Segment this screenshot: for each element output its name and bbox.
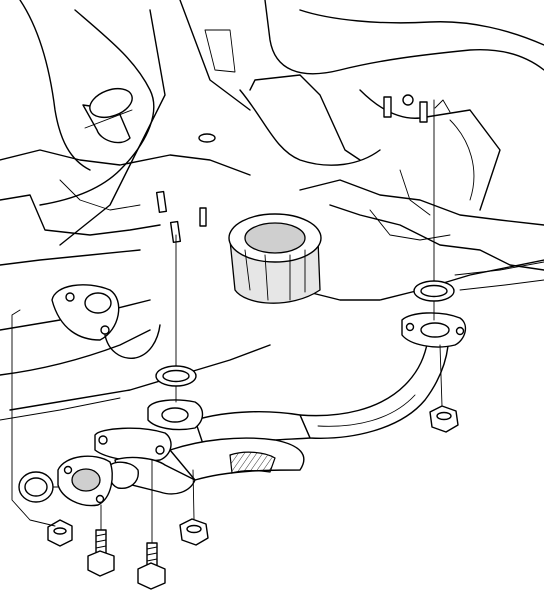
- chassis-detail-3: [399, 169, 431, 216]
- subframe-right-upper: [454, 261, 544, 276]
- chassis-frame: [0, 0, 544, 421]
- chassis-lower-rail: [0, 194, 161, 236]
- chassis-crossmember: [0, 149, 251, 176]
- stud-bolt-5: [419, 101, 428, 123]
- nut-left-hole: [53, 527, 67, 535]
- bolt-center-thread: [146, 546, 158, 562]
- manifold-flange-port: [84, 292, 112, 314]
- gasket-right-inner: [420, 284, 448, 298]
- sensor-wire: [104, 324, 161, 359]
- pipe-left-end-hole-2: [95, 494, 105, 504]
- manifold-flange-bolt-hole-2: [100, 325, 110, 335]
- subframe-left: [9, 344, 271, 411]
- chassis-slot: [204, 29, 236, 73]
- assembly-leader-lines: [11, 99, 443, 544]
- stud-bolt-3: [199, 207, 207, 227]
- subframe-right-lower: [459, 279, 544, 291]
- nut-left: [47, 519, 73, 547]
- filter-center-inner: [244, 222, 306, 254]
- stud-bolts-top: [155, 94, 451, 244]
- stud-bolt-4: [383, 96, 392, 118]
- chassis-hole: [198, 133, 216, 143]
- leader-left-bracket: [11, 309, 56, 527]
- pipe-left-end-port: [71, 468, 101, 492]
- nut-center-hole: [186, 524, 202, 534]
- manifold-flange-bolt-hole-1: [65, 292, 75, 302]
- gasket-left: [18, 471, 54, 503]
- nut-right: [429, 405, 459, 433]
- chassis-mount-plate: [249, 74, 361, 161]
- pipe-left-flange: [94, 427, 172, 462]
- chassis-detail-1: [59, 179, 141, 211]
- pipe-left-end-hole-1: [63, 465, 73, 475]
- exhaust-manifold-flange: [51, 284, 161, 359]
- front-exhaust-pipe: [57, 312, 467, 507]
- chassis-rail-top: [179, 0, 251, 111]
- gasket-center: [155, 365, 197, 387]
- chassis-edge-left: [19, 0, 91, 171]
- bolt-left-thread: [95, 533, 107, 549]
- chassis-detail-2: [369, 209, 451, 241]
- pipe-center-flange-port: [161, 407, 189, 423]
- pipe-right-flange-hole-1: [405, 322, 415, 332]
- stud-washer: [402, 94, 414, 106]
- stud-bolt-2: [169, 220, 182, 244]
- pipe-right-flange-port: [420, 322, 450, 338]
- chassis-right-bracket: [359, 89, 501, 211]
- bolt-left: [87, 529, 115, 577]
- chassis-floor-base: [0, 329, 151, 376]
- stud-bracket: [434, 99, 451, 113]
- chassis-upper-panel: [264, 0, 544, 75]
- leader-right-flange-to-nut: [439, 344, 443, 407]
- chassis-mount-curve: [239, 89, 381, 166]
- subframe-left-lower: [0, 397, 121, 421]
- pipe-right-flange-hole-2: [455, 326, 465, 336]
- filter-center-rib-2: [264, 254, 269, 301]
- chassis-floor-edge: [0, 249, 141, 266]
- chassis-panel-line: [299, 9, 544, 46]
- pipe-heat-shield: [229, 451, 276, 474]
- gasket-right: [413, 280, 455, 302]
- filter-upper-cap: [89, 87, 133, 119]
- leader-center-nut: [192, 469, 195, 520]
- nut-right-hole: [436, 411, 452, 421]
- bolt-left-head: [87, 550, 115, 577]
- pipe-right-highlight: [317, 394, 416, 427]
- oil-filter-center: [228, 213, 322, 304]
- chassis-pillar: [59, 9, 166, 246]
- transmission-base: [299, 259, 544, 301]
- pipe-left-flange-hole-2: [155, 445, 165, 455]
- pipe-left-flange-hole-1: [98, 435, 108, 445]
- chassis-right-line: [449, 119, 475, 201]
- nut-center: [179, 518, 209, 546]
- oil-filter-upper: [82, 87, 133, 144]
- gasket-center-inner: [162, 369, 190, 383]
- gasket-left-inner: [24, 477, 48, 497]
- bolt-center-head: [137, 562, 166, 590]
- filter-upper-line: [84, 109, 133, 129]
- pipe-right-bend: [299, 339, 449, 439]
- transmission-edge: [299, 179, 544, 226]
- filter-center-rib-1: [244, 249, 251, 291]
- stud-bolt-1: [155, 190, 168, 214]
- bolt-center: [137, 542, 166, 590]
- transmission-lower-edge: [329, 204, 544, 271]
